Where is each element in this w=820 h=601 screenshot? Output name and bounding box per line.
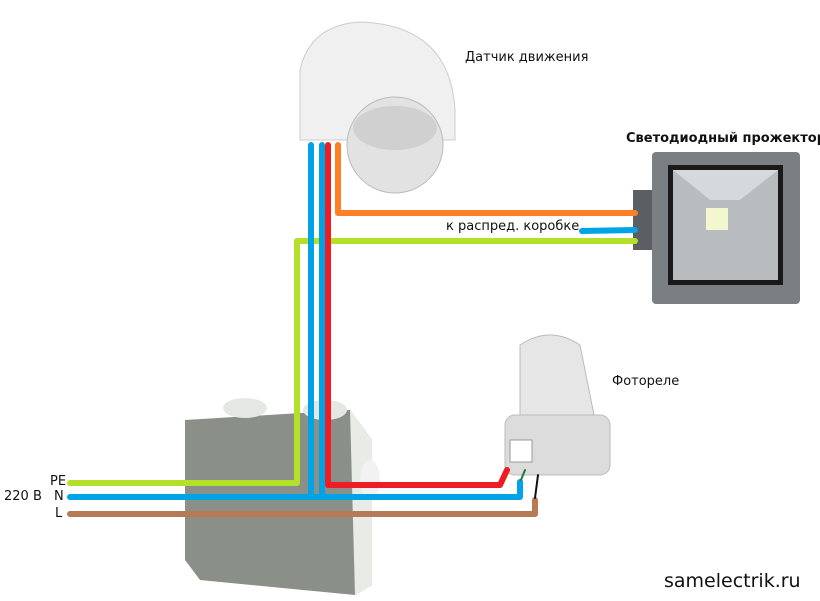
motion-sensor-label: Датчик движения: [465, 50, 589, 65]
photo-relay-label: Фотореле: [612, 374, 680, 389]
l-label: L: [55, 506, 63, 521]
floodlight-label: Светодиодный прожектор: [626, 131, 820, 146]
lamp-wire-orange: [335, 142, 638, 216]
photo-relay: [504, 334, 611, 476]
pe-label: PE: [50, 474, 67, 489]
pe-wire: [67, 238, 638, 486]
neutral-to-box-wire: [579, 227, 638, 234]
neutral-wire: [67, 479, 523, 500]
n-label: N: [54, 489, 64, 504]
to-junction-box-label: к распред. коробке: [446, 219, 580, 234]
phase-wire-L: [67, 497, 538, 517]
phase-out-wire-red: [325, 142, 510, 488]
site-watermark: samelectrik.ru: [664, 570, 801, 592]
voltage-label: 220 В: [4, 489, 42, 504]
floodlight: [633, 152, 800, 304]
motion-sensor: [299, 21, 456, 194]
